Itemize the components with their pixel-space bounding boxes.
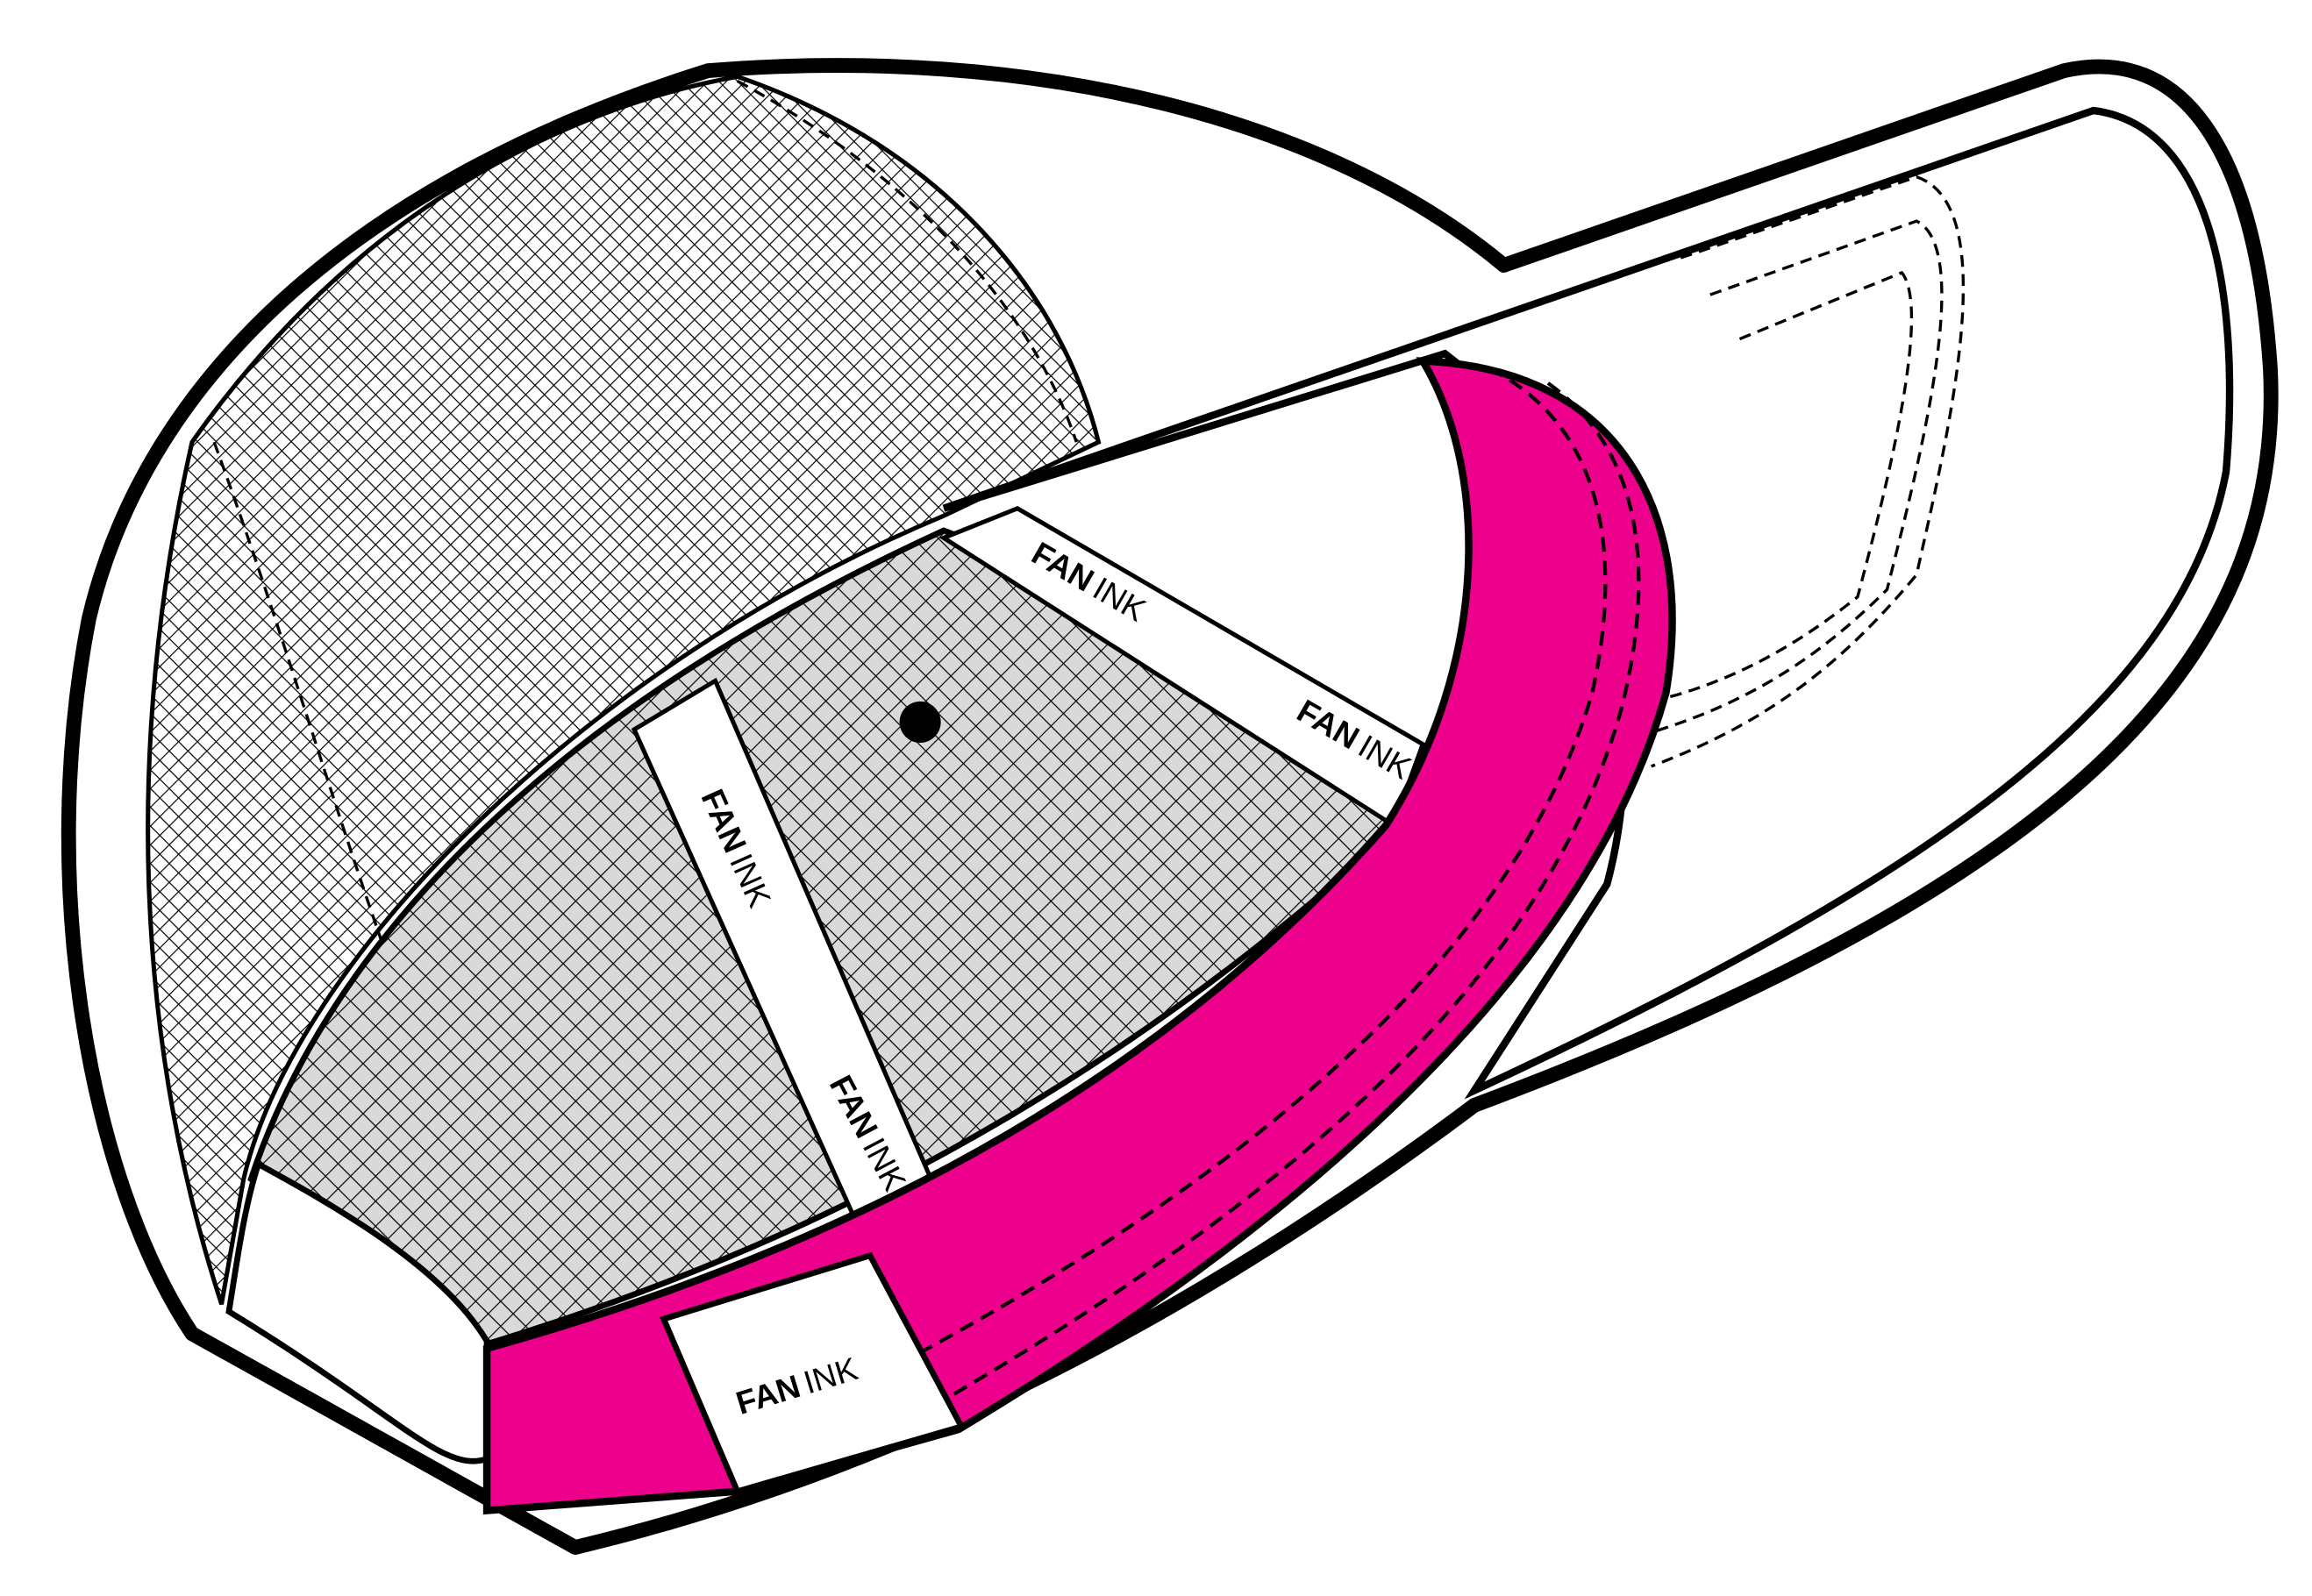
sweatband [482,357,1676,1515]
eyelet [899,701,941,743]
back-opening [225,1159,490,1464]
mesh-side-panel [146,74,1102,1306]
brim-stitching [1621,175,1965,768]
seam-tape-1 [938,505,1426,829]
sweatband-label-patch [660,1251,967,1495]
sweatband-stitching [913,367,1641,1402]
